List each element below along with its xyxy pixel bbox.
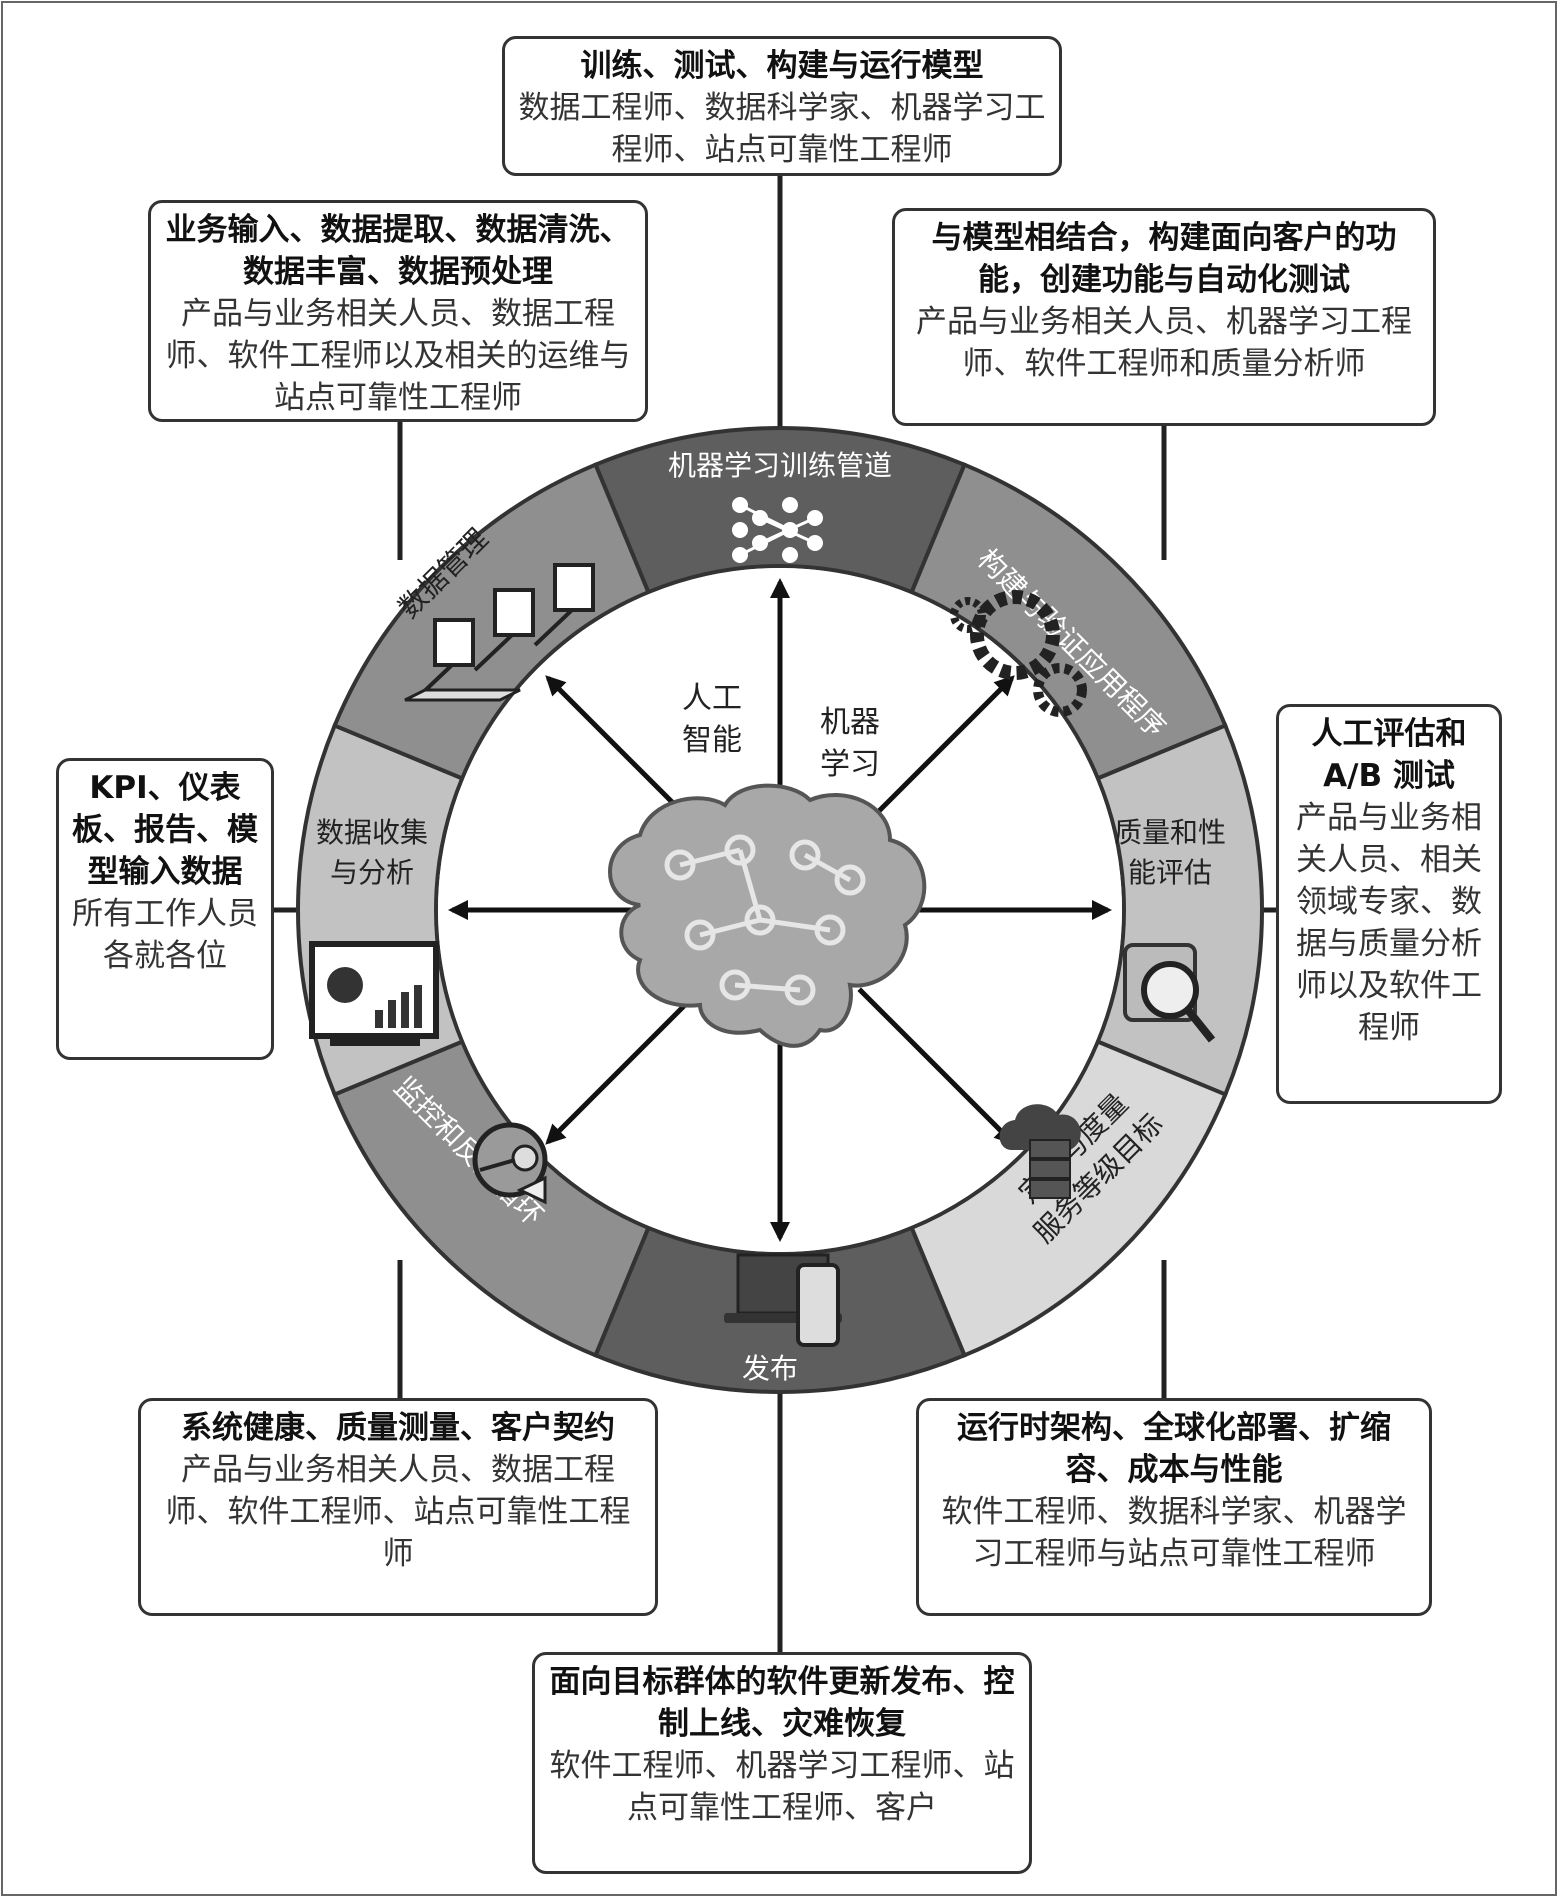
ring-segment-quality-perf	[1095, 722, 1264, 1098]
arrow	[857, 987, 1015, 1145]
box-roles: 软件工程师、数据科学家、机器学习工程师与站点可靠性工程师	[941, 1494, 1407, 1572]
ring-label: 发布	[742, 1352, 798, 1385]
box-title: 运行时架构、全球化部署、扩缩容、成本与性能	[957, 1410, 1391, 1488]
box-data-ingest: 业务输入、数据提取、数据清洗、数据丰富、数据预处理 产品与业务相关人员、数据工程…	[148, 200, 648, 422]
box-roles: 软件工程师、机器学习工程师、站点可靠性工程师、客户	[549, 1748, 1015, 1826]
ring-label: 数据收集	[316, 816, 428, 849]
box-kpi-dashboards: KPI、仪表板、报告、模型输入数据 所有工作人员各就各位	[56, 758, 274, 1060]
ring-label: 能评估	[1128, 856, 1212, 889]
cloud-server-icon	[999, 1104, 1081, 1199]
box-runtime-architecture: 运行时架构、全球化部署、扩缩容、成本与性能 软件工程师、数据科学家、机器学习工程…	[916, 1398, 1432, 1616]
box-title: 训练、测试、构建与运行模型	[580, 48, 984, 84]
hub-label-ml: 学习	[820, 747, 880, 782]
hub-label-ai: 人工	[682, 681, 742, 716]
laptop-phone-icon	[724, 1253, 842, 1347]
hub-label-ml: 机器	[820, 705, 880, 740]
box-customer-features: 与模型相结合，构建面向客户的功能，创建功能与自动化测试 产品与业务相关人员、机器…	[892, 208, 1436, 426]
monitor-chart-icon	[309, 941, 439, 1046]
ring-label: 质量和性	[1114, 816, 1226, 849]
box-title: 业务输入、数据提取、数据清洗、数据丰富、数据预处理	[165, 212, 631, 290]
ring-label: 机器学习训练管道	[668, 449, 892, 482]
arrow	[545, 987, 703, 1145]
box-roles: 产品与业务相关人员、数据工程师、软件工程师、站点可靠性工程师	[165, 1452, 631, 1572]
box-roles: 所有工作人员各就各位	[72, 896, 258, 974]
gears-icon	[950, 590, 1087, 717]
box-roles: 产品与业务相关人员、数据工程师、软件工程师以及相关的运维与站点可靠性工程师	[165, 296, 631, 416]
box-roles: 产品与业务相关人员、相关领域专家、数据与质量分析师以及软件工程师	[1296, 800, 1482, 1046]
box-title: 系统健康、质量测量、客户契约	[181, 1410, 615, 1446]
radar-icon	[472, 1122, 548, 1205]
hub-label-ai: 智能	[682, 723, 742, 758]
brain-circuit-icon	[608, 783, 927, 1048]
box-roles: 数据工程师、数据科学家、机器学习工程师、站点可靠性工程师	[518, 90, 1046, 168]
box-title: KPI、仪表板、报告、模型输入数据	[72, 770, 258, 890]
box-release-rollout: 面向目标群体的软件更新发布、控制上线、灾难恢复 软件工程师、机器学习工程师、站点…	[532, 1652, 1032, 1874]
box-title: 面向目标群体的软件更新发布、控制上线、灾难恢复	[549, 1664, 1015, 1742]
arrow	[857, 675, 1015, 833]
box-title: 与模型相结合，构建面向客户的功能，创建功能与自动化测试	[931, 220, 1397, 298]
ring-label: 与分析	[330, 856, 414, 889]
box-train-build-run: 训练、测试、构建与运行模型 数据工程师、数据科学家、机器学习工程师、站点可靠性工…	[502, 36, 1062, 176]
box-system-health: 系统健康、质量测量、客户契约 产品与业务相关人员、数据工程师、软件工程师、站点可…	[138, 1398, 658, 1616]
documents-tray-icon	[404, 563, 595, 702]
box-ab-testing: 人工评估和A/B 测试 产品与业务相关人员、相关领域专家、数据与质量分析师以及软…	[1276, 704, 1502, 1104]
box-roles: 产品与业务相关人员、机器学习工程师、软件工程师和质量分析师	[916, 304, 1412, 382]
magnifier-report-icon	[1123, 943, 1216, 1043]
neural-network-icon	[732, 497, 823, 563]
box-title: 人工评估和A/B 测试	[1311, 716, 1467, 794]
